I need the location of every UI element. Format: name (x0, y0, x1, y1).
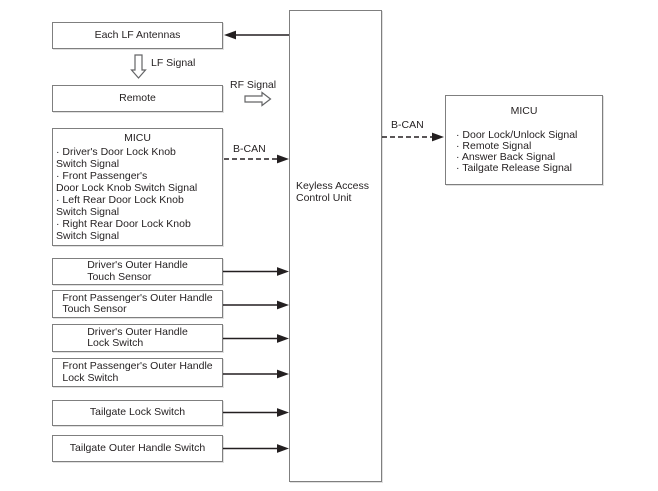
fp-lock-line: Front Passenger's Outer Handle (62, 360, 213, 372)
box-remote: Remote (52, 85, 223, 112)
box-drivers-outer-handle-lock-switch: Driver's Outer Handle Lock Switch (52, 324, 223, 352)
rf-signal-arrow-icon (244, 91, 272, 107)
micu-left-line: · Front Passenger's (56, 170, 148, 182)
fp-lock-line: Lock Switch (62, 371, 119, 384)
tailgate-lock-label: Tailgate Lock Switch (89, 406, 186, 419)
arrow-drivers-lock (223, 334, 289, 343)
micu-left-line: · Right Rear Door Lock Knob (56, 218, 191, 230)
box-front-passengers-outer-handle-touch-sensor: Front Passenger's Outer Handle Touch Sen… (52, 290, 223, 318)
box-micu-left: MICU · Driver's Door Lock Knob Switch Si… (52, 128, 223, 246)
box-remote-label: Remote (119, 91, 156, 104)
lf-signal-arrow-icon (130, 54, 147, 79)
arrow-tailgate-outer (223, 444, 289, 453)
drivers-lock-line: Driver's Outer Handle (87, 325, 188, 338)
drivers-touch-line: Driver's Outer Handle (87, 259, 188, 271)
arrow-fp-touch (223, 300, 289, 310)
box-each-lf-antennas-label: Each LF Antennas (94, 28, 181, 41)
box-keyless-access-control-unit: Keyless Access Control Unit (289, 10, 382, 482)
bcan-right-arrow (382, 132, 444, 142)
micu-left-title: MICU (124, 132, 151, 144)
control-unit-line: Control Unit (296, 191, 352, 204)
micu-left-line: Door Lock Knob Switch Signal (56, 182, 198, 194)
arrow-to-lf-antennas (224, 30, 289, 40)
bcan-left-arrow (224, 154, 289, 164)
arrow-drivers-touch (223, 267, 289, 276)
micu-right-line: · Remote Signal (456, 140, 532, 152)
tailgate-outer-label: Tailgate Outer Handle Switch (69, 441, 206, 454)
drivers-touch-line: Touch Sensor (87, 270, 152, 283)
box-tailgate-outer-handle-switch: Tailgate Outer Handle Switch (52, 435, 223, 462)
micu-right-line: · Tailgate Release Signal (456, 162, 572, 174)
micu-right-signal-list: · Door Lock/Unlock Signal · Remote Signa… (446, 130, 602, 174)
box-micu-right: MICU · Door Lock/Unlock Signal · Remote … (445, 95, 603, 185)
fp-touch-line: Front Passenger's Outer Handle (62, 291, 213, 304)
micu-right-line: · Door Lock/Unlock Signal (456, 129, 578, 141)
box-front-passengers-outer-handle-lock-switch: Front Passenger's Outer Handle Lock Swit… (52, 358, 223, 387)
micu-left-signal-list: · Driver's Door Lock Knob Switch Signal … (53, 146, 222, 242)
box-each-lf-antennas: Each LF Antennas (52, 22, 223, 49)
bcan-left-label: B-CAN (233, 143, 266, 155)
lf-signal-label: LF Signal (151, 57, 196, 69)
drivers-lock-line: Lock Switch (87, 337, 144, 349)
micu-left-line: Switch Signal (56, 206, 120, 218)
micu-right-line: · Answer Back Signal (456, 151, 556, 163)
bcan-right-label: B-CAN (391, 119, 424, 131)
arrow-tailgate-lock (223, 408, 289, 417)
micu-left-line: Switch Signal (56, 158, 120, 170)
fp-touch-line: Touch Sensor (62, 303, 127, 315)
rf-signal-label: RF Signal (230, 79, 277, 91)
micu-left-line: · Driver's Door Lock Knob (56, 146, 176, 158)
arrow-fp-lock (223, 369, 289, 379)
control-unit-line: Keyless Access (296, 180, 369, 192)
micu-right-title: MICU (510, 105, 538, 117)
box-tailgate-lock-switch: Tailgate Lock Switch (52, 400, 223, 426)
micu-left-line: · Left Rear Door Lock Knob (56, 194, 184, 206)
box-drivers-outer-handle-touch-sensor: Driver's Outer Handle Touch Sensor (52, 258, 223, 285)
micu-left-line: Switch Signal (56, 230, 120, 242)
